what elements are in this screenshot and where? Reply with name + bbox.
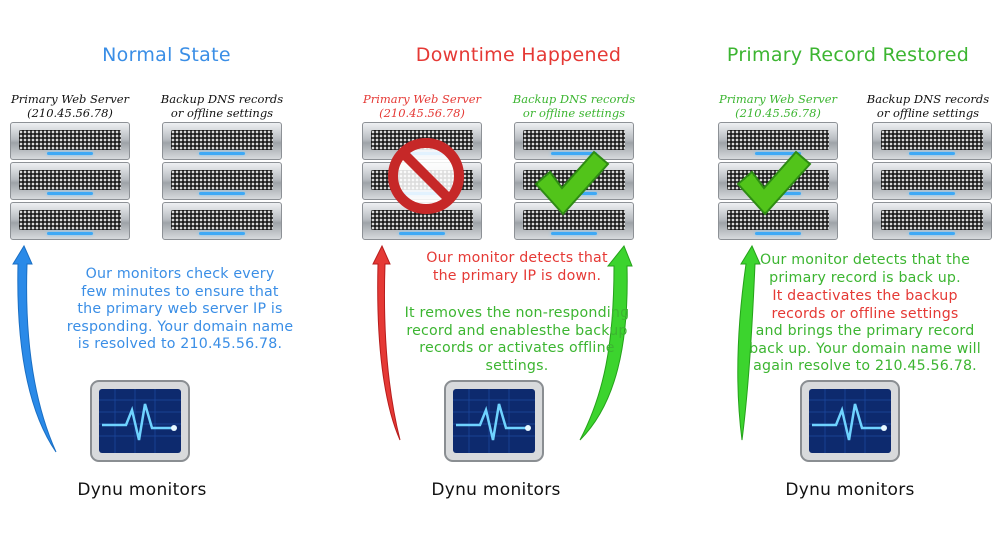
panel-description-detect: Our monitor detects that the primary rec… — [759, 252, 971, 286]
backup-server-label: Backup DNS records or offline settings — [866, 92, 990, 120]
panel-title: Primary Record Restored — [726, 44, 970, 66]
backup-server-rack-icon — [162, 122, 282, 240]
monitor-label: Dynu monitors — [431, 480, 561, 500]
monitor-label: Dynu monitors — [77, 480, 207, 500]
heartbeat-monitor-icon — [90, 380, 190, 462]
primary-server-label: Primary Web Server (210.45.56.78) — [10, 92, 129, 120]
backup-server-label: Backup DNS records or offline settings — [512, 92, 636, 120]
panel-title: Normal State — [102, 44, 231, 66]
heartbeat-monitor-icon — [800, 380, 900, 462]
panel-description-deactivate: It deactivates the backup records or off… — [771, 288, 959, 322]
curved-arrow-icon — [579, 245, 633, 441]
panel-title: Downtime Happened — [415, 44, 622, 66]
no-entry-icon — [388, 138, 464, 214]
primary-server-rack-icon — [10, 122, 130, 240]
curved-arrow-icon — [12, 244, 57, 453]
heartbeat-monitor-icon — [444, 380, 544, 462]
panel-primary-record-restored: Primary Record Restored Primary Web Serv… — [708, 0, 1000, 556]
panel-description-restore: and brings the primary record back up. Y… — [749, 323, 981, 375]
monitor-label: Dynu monitors — [785, 480, 915, 500]
panel-description-alert: Our monitor detects that the primary IP … — [426, 250, 608, 284]
panel-description-action: It removes the non-responding record and… — [404, 305, 630, 374]
panel-downtime-happened: Downtime Happened Primary Web Server (21… — [352, 0, 685, 556]
primary-server-label: Primary Web Server (210.45.56.78) — [362, 92, 481, 120]
primary-server-label: Primary Web Server (210.45.56.78) — [718, 92, 837, 120]
panel-normal-state: Normal State Primary Web Server (210.45.… — [0, 0, 333, 556]
backup-server-rack-icon — [872, 122, 992, 240]
panel-description: Our monitors check every few minutes to … — [66, 266, 294, 353]
backup-server-label: Backup DNS records or offline settings — [160, 92, 284, 120]
curved-arrow-icon — [737, 244, 761, 441]
curved-arrow-icon — [372, 244, 401, 441]
checkmark-icon — [736, 150, 812, 216]
checkmark-icon — [534, 150, 610, 216]
